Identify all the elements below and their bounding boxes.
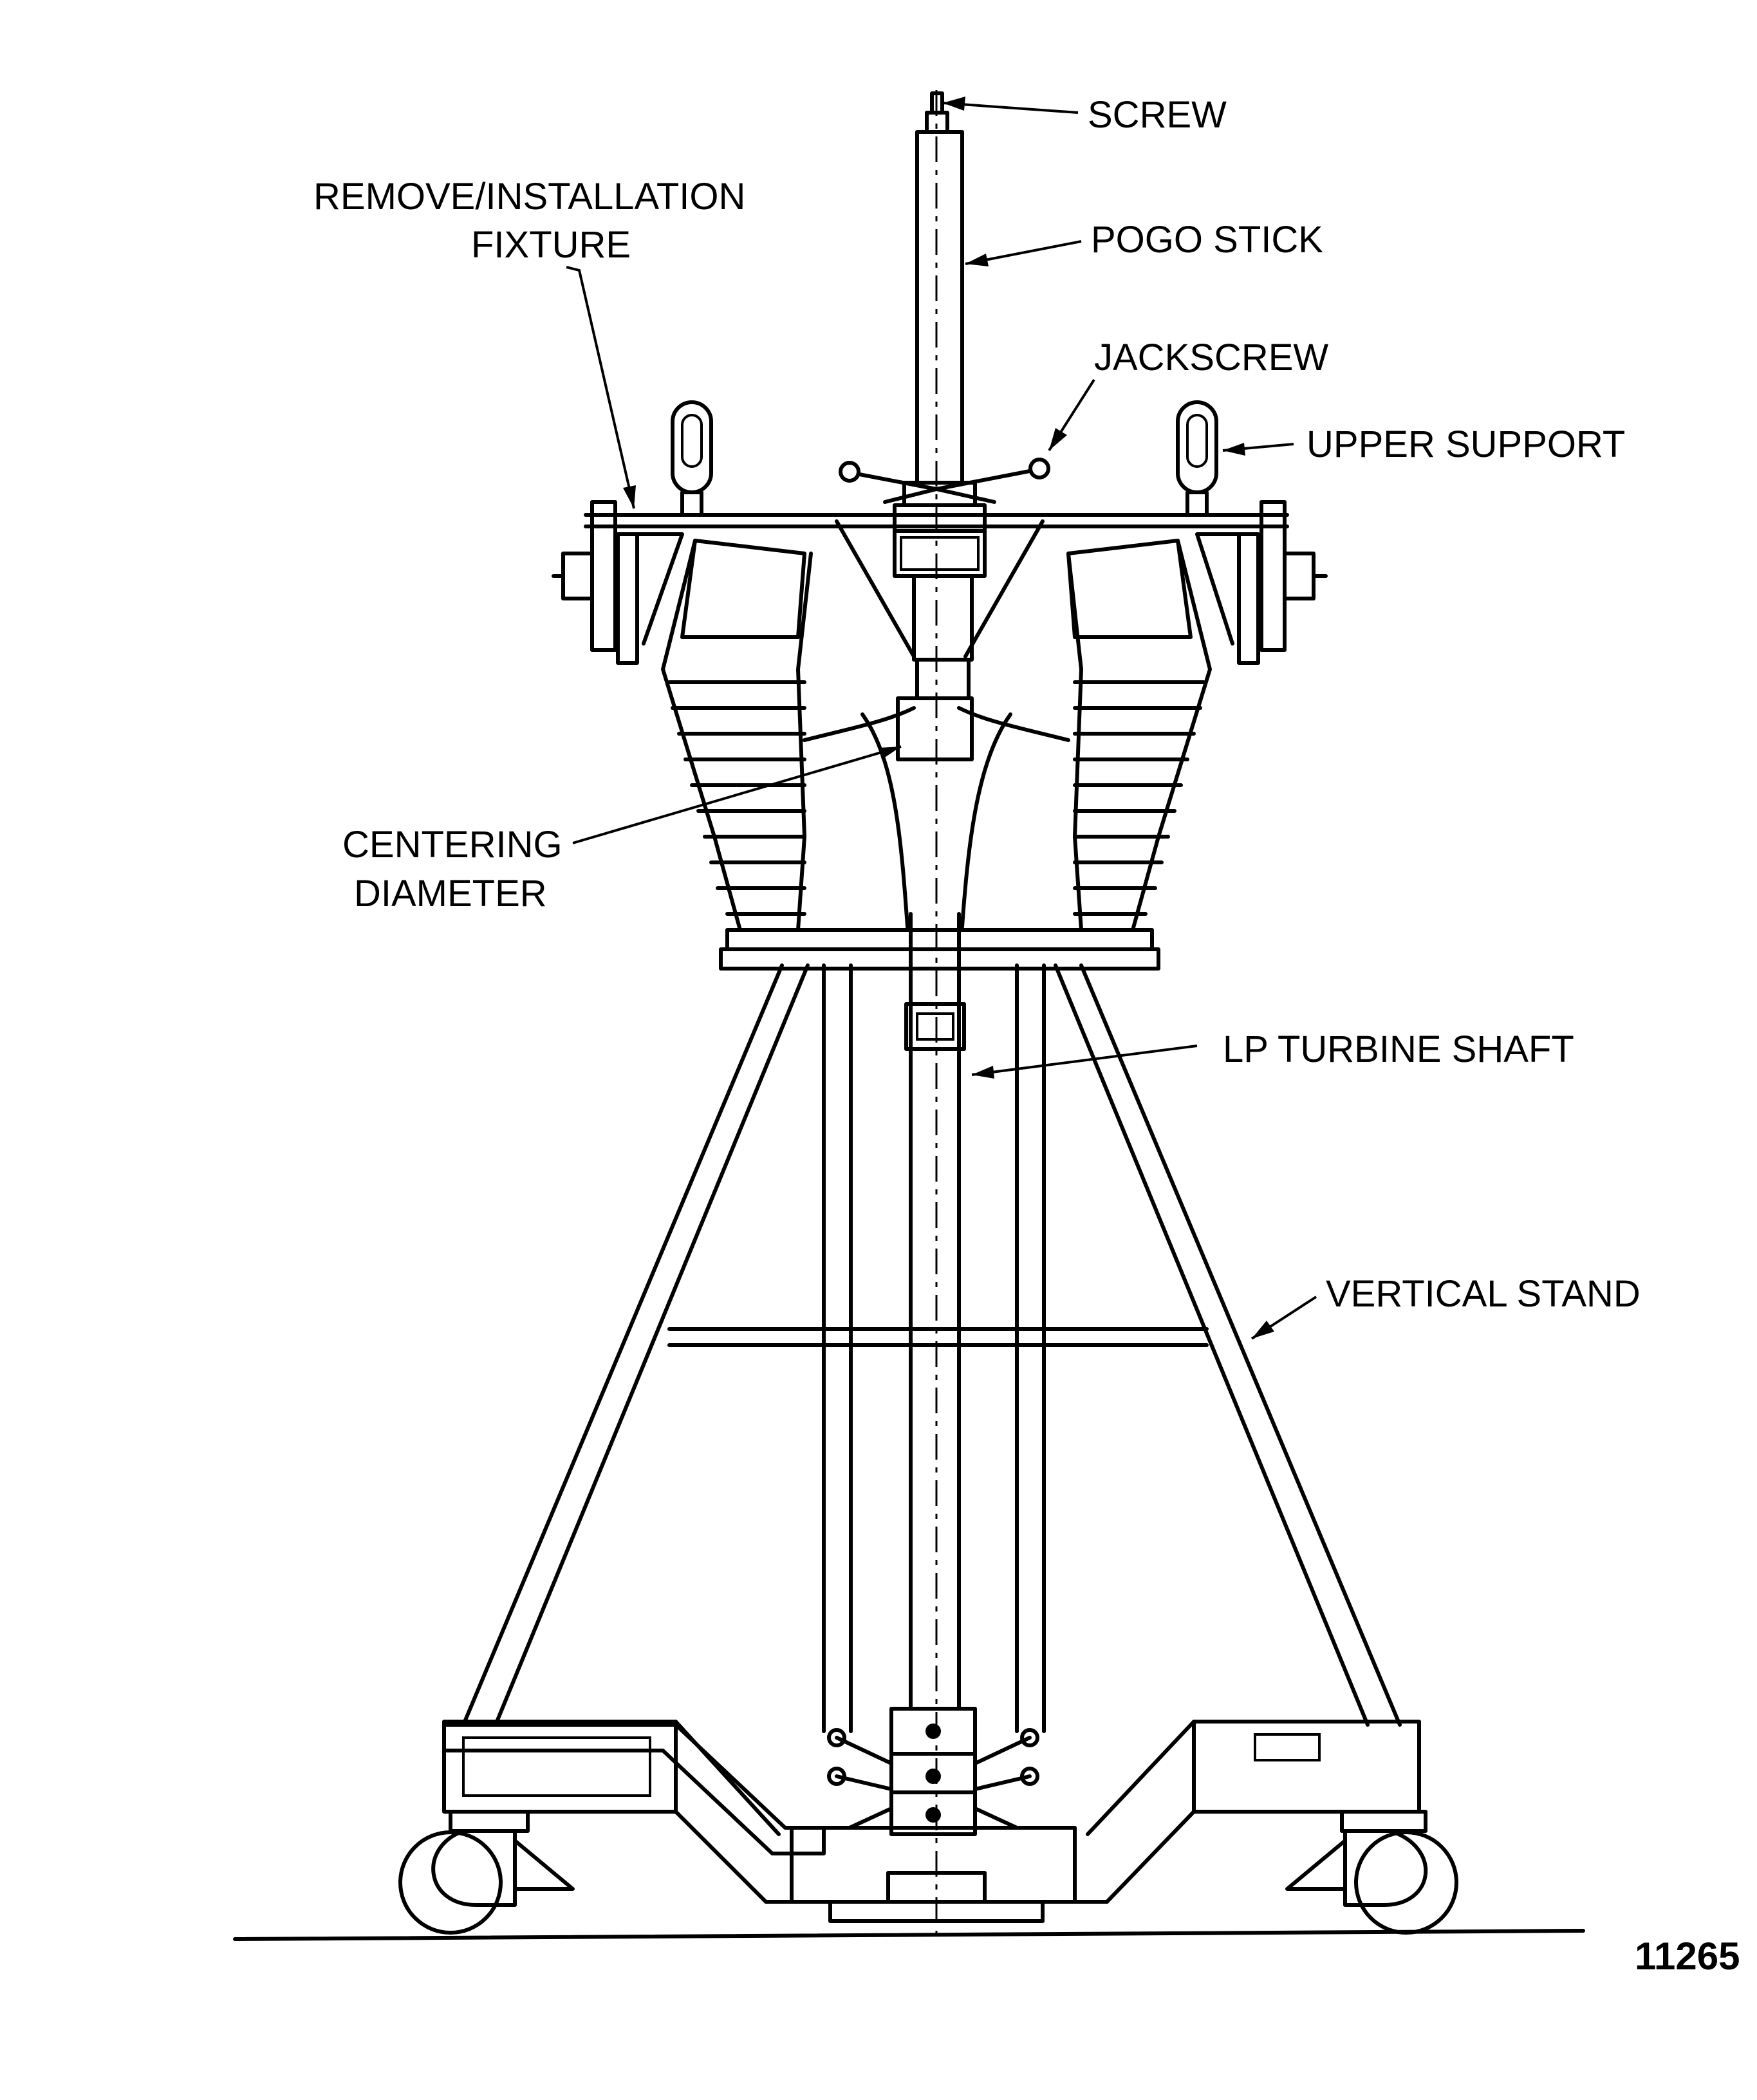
label-screw: SCREW xyxy=(1088,94,1227,136)
left-caster xyxy=(398,1810,575,1935)
turbine-rotor xyxy=(661,519,1212,932)
upper-support-right xyxy=(1176,400,1218,517)
lower-hub xyxy=(827,1707,1039,1836)
upper-support-left xyxy=(671,400,713,517)
leader-lines xyxy=(566,97,1317,1340)
label-remove-installation-fixture-line1: REMOVE/INSTALLATION xyxy=(313,176,745,218)
label-centering-diameter-line1: CENTERING xyxy=(342,824,562,866)
label-centering-diameter-line2: DIAMETER xyxy=(354,873,547,915)
right-caster xyxy=(1285,1810,1458,1935)
label-upper-support: UPPER SUPPORT xyxy=(1306,423,1625,465)
turbine-platform xyxy=(719,928,1160,971)
left-turbine-stages xyxy=(667,539,806,916)
label-remove-installation-fixture-line2: FIXTURE xyxy=(471,224,631,266)
lp-turbine-shaft xyxy=(904,912,966,1711)
pogo-stick xyxy=(893,90,987,1944)
label-lp-turbine-shaft: LP TURBINE SHAFT xyxy=(1223,1028,1574,1070)
label-jackscrew: JACKSCREW xyxy=(1094,337,1328,378)
label-vertical-stand: VERTICAL STAND xyxy=(1326,1273,1641,1315)
vertical-stand xyxy=(461,963,1402,1733)
label-pogo-stick: POGO STICK xyxy=(1091,219,1323,261)
jackscrew-handle xyxy=(839,458,1050,504)
figure-number: 11265 xyxy=(1635,1935,1740,1978)
labels: SCREW REMOVE/INSTALLATION FIXTURE POGO S… xyxy=(313,94,1740,1978)
ground-line xyxy=(233,1929,1585,1941)
right-turbine-stages xyxy=(1066,539,1205,916)
